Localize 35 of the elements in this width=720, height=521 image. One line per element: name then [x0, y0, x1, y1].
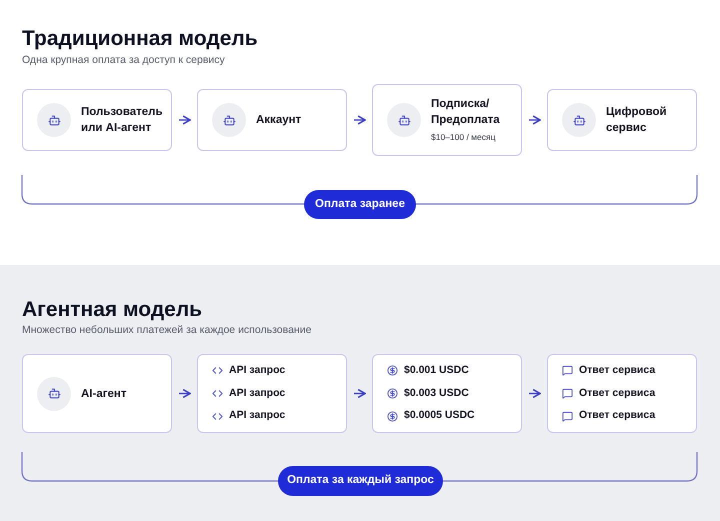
list-card	[372, 354, 522, 433]
list-item-text: Ответ сервиса	[579, 408, 656, 424]
list-item-text: API запрос	[229, 408, 286, 424]
section-subtitle: Множество небольших платежей за каждое использование	[22, 323, 312, 338]
step-card	[547, 89, 697, 151]
step-note: $10–100 / месяц	[431, 131, 496, 144]
arrow	[354, 115, 366, 125]
step-title: Пользователь или AI-агент	[81, 105, 161, 136]
arrow	[529, 388, 541, 398]
arrow	[529, 115, 541, 125]
step-title: Подписка/ Предоплата	[431, 97, 501, 128]
arrow	[179, 115, 191, 125]
step-title: Аккаунт	[256, 113, 302, 128]
list-card	[197, 354, 347, 433]
list-item-text: API запрос	[229, 362, 286, 378]
step-card	[372, 84, 522, 156]
list-item-text: Ответ сервиса	[579, 362, 656, 378]
section-heading: Агентная модель	[22, 297, 202, 323]
payment-pill: Оплата заранее	[304, 190, 416, 219]
step-card	[22, 354, 172, 433]
step-title: Цифровой сервис	[606, 105, 668, 136]
step-card	[22, 89, 172, 151]
section-heading: Традиционная модель	[22, 26, 258, 52]
section-subtitle: Одна крупная оплата за доступ к сервису	[22, 53, 225, 68]
step-card	[197, 89, 347, 151]
list-item-text: $0.0005 USDC	[404, 408, 475, 424]
step-title: AI-агент	[81, 386, 128, 402]
list-item-text: $0.003 USDC	[404, 386, 469, 401]
list-item-text: $0.001 USDC	[404, 362, 469, 378]
arrow	[354, 388, 366, 398]
list-item-text: API запрос	[229, 386, 286, 401]
payment-pill: Оплата за каждый запрос	[278, 466, 443, 496]
list-item-text: Ответ сервиса	[579, 386, 656, 401]
list-card	[547, 354, 697, 433]
arrow	[179, 388, 191, 398]
